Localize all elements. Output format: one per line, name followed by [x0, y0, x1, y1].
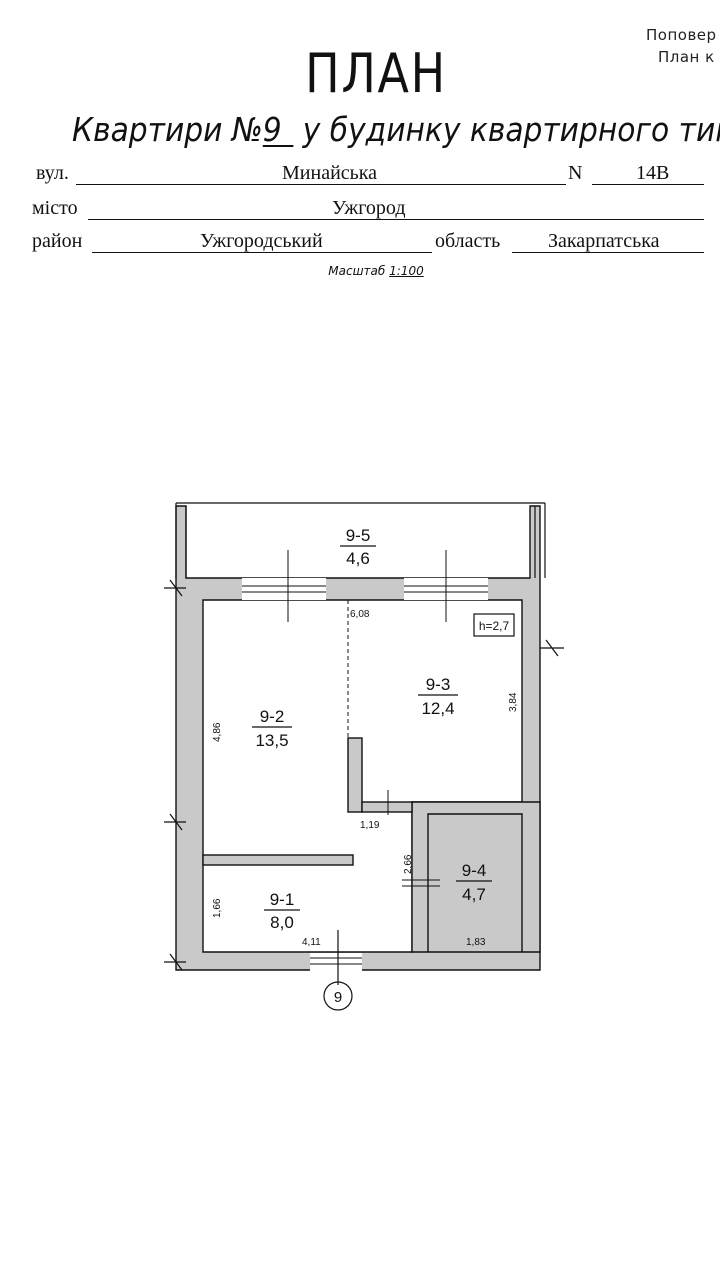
city-row: місто Ужгород	[32, 197, 720, 223]
room-9-3: 9-3 12,4	[418, 675, 458, 718]
corridor-wall	[361, 801, 413, 813]
room-id: 9-2	[260, 707, 285, 726]
room-area: 12,4	[421, 699, 454, 718]
district-label: район	[32, 230, 83, 252]
street-value: Минайська	[282, 162, 378, 184]
district-value: Ужгородський	[200, 230, 323, 252]
page-title: ПЛАН	[305, 42, 447, 105]
number-value: 14В	[636, 162, 670, 184]
corner-caption-line1: Поповер	[646, 26, 717, 44]
city-label: місто	[32, 197, 78, 219]
dim-room1-width: 4,11	[302, 937, 321, 948]
subtitle-prefix: Квартири №	[72, 110, 263, 149]
dim-room2-height: 4,86	[212, 722, 223, 742]
bathroom-walls	[411, 801, 541, 953]
region-label: область	[435, 230, 501, 252]
city-underline	[88, 219, 704, 220]
room-id: 9-3	[426, 675, 451, 694]
room-id: 9-1	[270, 890, 295, 909]
street-underline	[76, 184, 566, 185]
room-id: 9-4	[462, 861, 487, 880]
region-underline	[512, 252, 704, 253]
room-9-2: 9-2 13,5	[252, 707, 292, 750]
break-mark-left-1	[164, 579, 186, 597]
room-9-1: 9-1 8,0	[264, 890, 300, 932]
dim-room1-height: 1,66	[212, 898, 223, 918]
corner-caption-line2: План к	[658, 48, 715, 66]
dim-corridor-height: 2,66	[403, 854, 414, 874]
district-underline	[92, 252, 432, 253]
scale-caption: Масштаб 1:100	[0, 264, 720, 278]
region-value: Закарпатська	[548, 230, 660, 252]
room-area: 4,7	[462, 885, 486, 904]
ceiling-height-box	[473, 613, 515, 637]
axis-marker-label: 9	[334, 989, 342, 1006]
scale-value: 1:100	[389, 264, 424, 278]
street-row: вул. Минайська N 14В	[32, 162, 720, 188]
partition-wall-room2	[202, 854, 354, 866]
balcony-window-left	[242, 578, 326, 600]
room-area: 8,0	[270, 913, 294, 932]
district-row: район Ужгородський область Закарпатська	[32, 230, 720, 256]
dim-room3-height: 3,84	[508, 692, 519, 712]
city-value: Ужгород	[332, 197, 406, 219]
number-label: N	[568, 162, 583, 184]
dim-room4-width: 1,83	[466, 937, 486, 948]
partition-wall-left	[347, 737, 363, 813]
room-9-4: 9-4 4,7	[456, 861, 492, 904]
axis-marker-circle	[323, 981, 353, 1011]
entrance-gap	[310, 953, 362, 971]
subtitle-suffix: у будинку квартирного типу	[293, 110, 720, 149]
room-area: 4,6	[346, 549, 370, 568]
apartment-number: 9	[262, 113, 294, 147]
scale-label: Масштаб	[328, 264, 386, 278]
break-mark-left-2	[164, 813, 186, 831]
dim-balcony-width: 6,08	[350, 609, 370, 620]
room-9-5: 9-5 4,6	[340, 526, 376, 568]
subtitle: Квартири №9 у будинку квартирного типу	[72, 110, 720, 149]
room-area: 13,5	[255, 731, 288, 750]
dim-corridor-gap: 1,19	[360, 820, 380, 831]
street-label: вул.	[36, 162, 69, 184]
break-mark-left-3	[164, 953, 186, 971]
number-underline	[592, 184, 704, 185]
balcony-outline	[175, 502, 546, 578]
room-id: 9-5	[346, 526, 371, 545]
ceiling-height: h=2,7	[479, 619, 510, 633]
break-mark-right	[540, 639, 564, 657]
